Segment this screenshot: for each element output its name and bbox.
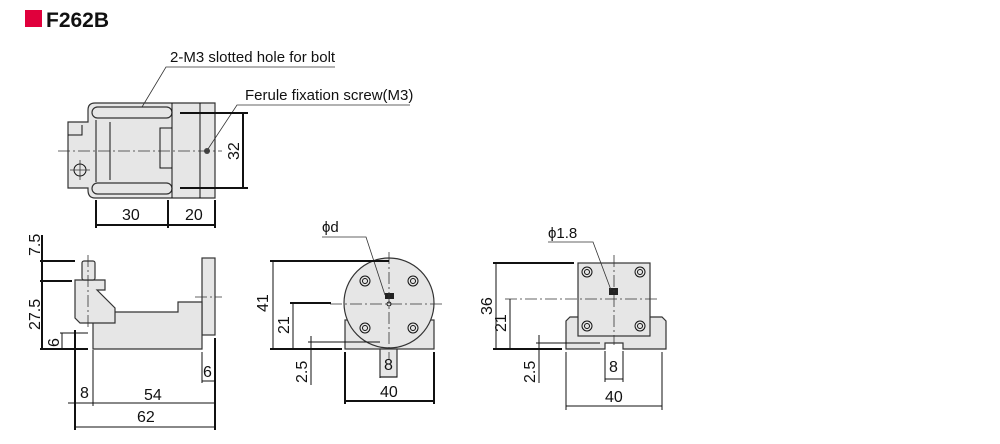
dim-40: 40 xyxy=(605,389,623,406)
top-view: 2-M3 slotted hole for bolt Ferule fixati… xyxy=(58,49,413,228)
dim-20: 20 xyxy=(185,207,203,224)
dim-7-5: 7.5 xyxy=(27,234,44,256)
dim-32: 32 xyxy=(226,142,243,160)
dim-36: 36 xyxy=(479,297,496,315)
dim-21: 21 xyxy=(493,314,510,332)
callout-slotted-hole: 2-M3 slotted hole for bolt xyxy=(170,49,336,66)
side-view: 7.5 27.5 6 6 8 54 62 xyxy=(27,234,222,430)
dim-27-5: 27.5 xyxy=(27,299,44,330)
dim-8: 8 xyxy=(80,385,89,402)
product-code-title: F262B xyxy=(46,9,109,32)
dim-40: 40 xyxy=(380,384,398,401)
dim-8: 8 xyxy=(384,357,393,374)
callout-diameter-d: ϕd xyxy=(322,219,339,236)
dim-54: 54 xyxy=(144,387,162,404)
callout-diameter-1-8: ϕ1.8 xyxy=(548,225,577,242)
dim-6-right: 6 xyxy=(203,364,212,381)
dim-2-5: 2.5 xyxy=(294,361,311,383)
dim-6-left: 6 xyxy=(46,338,63,347)
slot-hole-bottom xyxy=(91,182,173,195)
dim-41: 41 xyxy=(255,294,272,312)
dim-30: 30 xyxy=(122,207,140,224)
front-view-round: ϕd 41 21 2.5 8 40 xyxy=(255,219,445,404)
callout-fixation-screw: Ferule fixation screw(M3) xyxy=(245,87,413,104)
front-view-square: ϕ1.8 36 21 2.5 8 40 xyxy=(479,225,667,410)
fixation-screw xyxy=(81,260,96,281)
dim-2-5: 2.5 xyxy=(522,361,539,383)
dim-62: 62 xyxy=(137,409,155,426)
title-marker xyxy=(25,10,42,27)
dim-21: 21 xyxy=(276,316,293,334)
dim-8: 8 xyxy=(609,359,618,376)
slot-hole-top xyxy=(91,106,173,119)
